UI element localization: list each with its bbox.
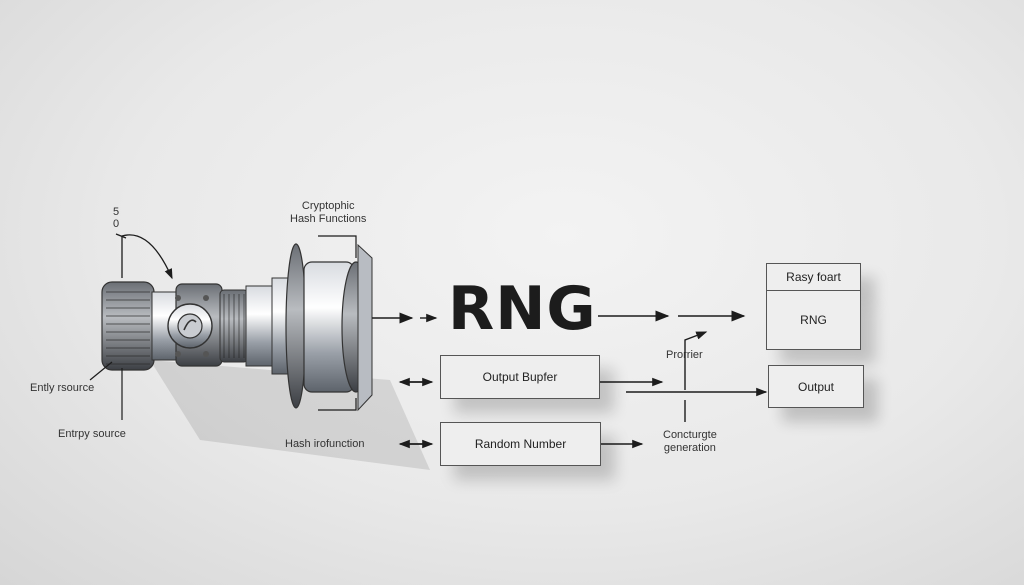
output-box: Output <box>768 365 864 408</box>
concurrate-label: Concturgte generation <box>663 429 717 454</box>
rasy-foart-box: Rasy foart <box>766 263 861 291</box>
promier-label: Prorrier <box>666 349 703 361</box>
top-number-2: 0 <box>113 218 120 230</box>
top-number-1: 5 <box>113 206 120 218</box>
hash-function-label: Hash irofunction <box>285 438 365 450</box>
output-buffer-box: Output Bupfer <box>440 355 600 399</box>
rng-box-label: RNG <box>800 313 827 327</box>
flow-arrows <box>372 310 768 449</box>
leader-lines <box>89 235 357 420</box>
entropy-machine-illustration <box>101 243 373 412</box>
entropy-source-label-2: Entrpy source <box>58 428 126 440</box>
random-number-label: Random Number <box>474 437 567 451</box>
loop-arrow <box>115 233 173 280</box>
output-buffer-label: Output Bupfer <box>482 370 558 384</box>
entropy-source-label-1: Ently rsource <box>30 382 95 394</box>
rng-box: RNG <box>766 290 861 350</box>
rng-title: RNG <box>448 274 597 344</box>
output-label: Output <box>797 379 835 394</box>
random-number-box: Random Number <box>440 422 601 466</box>
crypto-hash-label: Cryptophic Hash Functions <box>290 200 367 225</box>
rasy-foart-label: Rasy foart <box>786 270 841 284</box>
